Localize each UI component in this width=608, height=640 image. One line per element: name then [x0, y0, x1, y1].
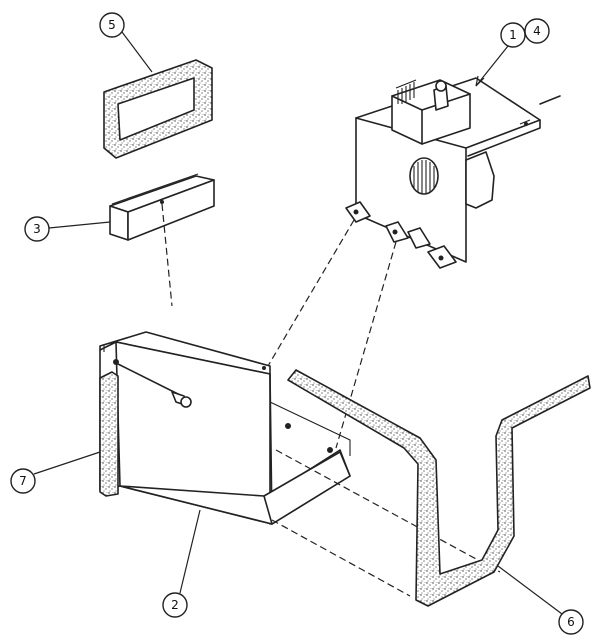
gasket-long [287, 369, 591, 607]
foam-block [109, 173, 215, 241]
callout-1-leader [475, 45, 509, 87]
bracket-housing [99, 331, 351, 525]
fan-motor-assembly [345, 77, 561, 269]
callout-3-circle [24, 216, 50, 242]
alignment-line-bracket-b [275, 449, 501, 573]
gasket-top [103, 59, 213, 159]
callout-2-leader [179, 509, 201, 594]
callout-7-circle [10, 468, 36, 494]
gasket-side [99, 371, 119, 497]
callout-4-label: 4 [533, 24, 541, 38]
callout-2-label: 2 [171, 598, 179, 612]
callout-6-leader [497, 565, 563, 615]
callout-5-circle [99, 12, 125, 38]
callout-3-leader [48, 221, 111, 229]
callout-1-label: 1 [509, 28, 517, 42]
screw [113, 359, 192, 408]
alignment-line-foam [161, 203, 173, 307]
callout-5-leader [121, 31, 153, 73]
callout-7-label: 7 [19, 474, 27, 488]
callout-7-leader [33, 451, 101, 475]
callout-3-label: 3 [33, 222, 41, 236]
alignment-line-motor-a [267, 219, 355, 367]
callout-1-arrow [475, 75, 485, 87]
alignment-line-bracket-a [271, 519, 411, 597]
callout-6-label: 6 [567, 615, 575, 629]
callout-5-label: 5 [108, 18, 116, 32]
callout-2-circle [162, 592, 188, 618]
callout-6-circle [558, 609, 584, 635]
callout-4-circle [524, 18, 550, 44]
